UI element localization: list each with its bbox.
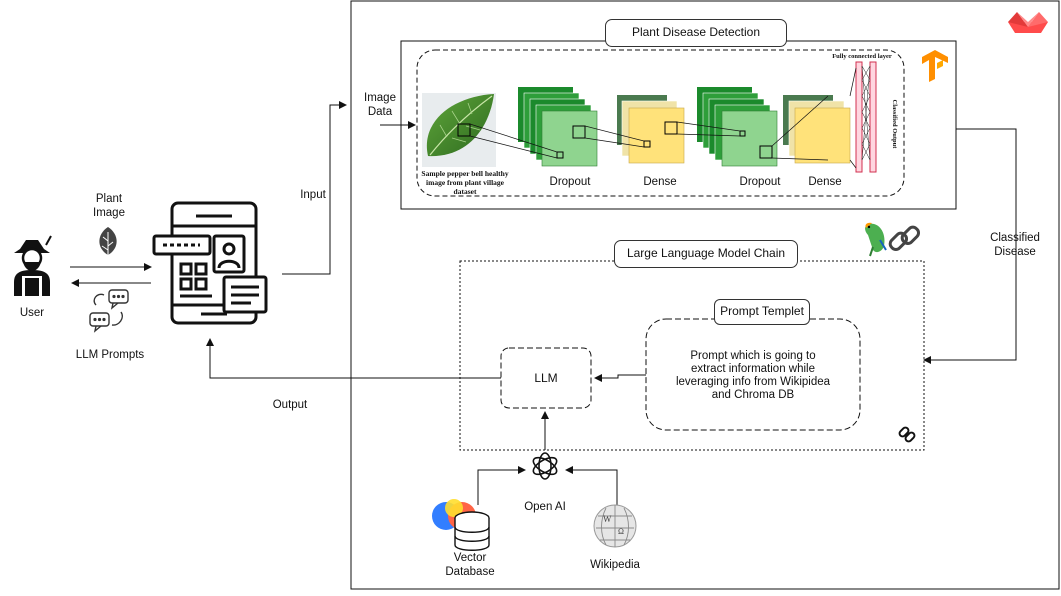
fully-connected-label: Fully connected layer: [832, 53, 892, 60]
plant-image-label-2: Image: [93, 207, 125, 219]
mobile-app-icon: [152, 201, 268, 325]
conv-block-1: [518, 87, 598, 167]
tensorflow-logo-icon: [922, 50, 948, 82]
system-container: [350, 0, 1060, 590]
openai-label: Open AI: [524, 501, 566, 513]
leaf-caption-1: Sample pepper bell healthy: [421, 169, 509, 178]
llm-node: [500, 347, 592, 409]
small-chain-link-icon: [898, 426, 916, 443]
llm-label: LLM: [534, 371, 558, 385]
langchain-parrot-icon: [865, 222, 887, 257]
classified-disease-label-1: Classified: [990, 232, 1040, 244]
classified-output-label: Classified Output: [891, 99, 898, 149]
user-label: User: [19, 307, 45, 319]
llm-prompts-label: LLM Prompts: [75, 349, 145, 361]
output-label: Output: [272, 399, 308, 411]
leaf-caption-3: dataset: [453, 187, 477, 196]
vector-database-label-1: Vector: [453, 552, 487, 564]
cnn-connections: [469, 95, 829, 161]
streamlit-logo-icon: [1008, 12, 1048, 33]
cnn-dashed-frame: [416, 49, 905, 197]
classified-disease-label-2: Disease: [994, 246, 1036, 258]
input-label: Input: [300, 189, 326, 201]
dense-label-1: Dense: [643, 176, 677, 188]
vector-database-icon: [432, 499, 490, 551]
dropout-label-1: Dropout: [549, 176, 591, 188]
image-data-label-2: Data: [367, 106, 393, 118]
leaf-caption-2: image from plant village: [426, 178, 504, 187]
vector-database-label-2: Database: [445, 566, 495, 578]
conv-block-2: [697, 87, 778, 167]
chat-prompts-icon: [89, 289, 129, 333]
svg-text:Ω: Ω: [618, 527, 624, 536]
prompt-templet-title: Prompt Templet: [714, 299, 810, 325]
prompt-text-4: and Chroma DB: [711, 389, 795, 401]
openai-logo-icon: [532, 452, 558, 480]
llm-chain-title: Large Language Model Chain: [614, 240, 798, 268]
prompt-text-1: Prompt which is going to: [690, 350, 816, 362]
svg-text:W: W: [603, 514, 612, 524]
plant-disease-detection-title: Plant Disease Detection: [605, 19, 787, 47]
farmer-user-icon: [14, 235, 52, 296]
dropout-label-2: Dropout: [739, 176, 781, 188]
dense-block-1: [617, 95, 685, 164]
leaf-icon: [99, 227, 117, 256]
image-data-label-1: Image: [364, 92, 396, 104]
dense-block-2: [783, 95, 851, 164]
wikipedia-label: Wikipedia: [590, 559, 640, 571]
prompt-text-2: extract information while: [691, 363, 815, 375]
prompt-text-3: leveraging info from Wikipidea: [675, 376, 831, 388]
plant-image-label-1: Plant: [95, 193, 123, 205]
leaf-sample-image: [422, 93, 496, 167]
wikipedia-globe-icon: W Ω: [593, 504, 637, 548]
dense-label-2: Dense: [808, 176, 842, 188]
chain-link-icon: [888, 225, 921, 252]
fully-connected-layer: [849, 61, 877, 173]
